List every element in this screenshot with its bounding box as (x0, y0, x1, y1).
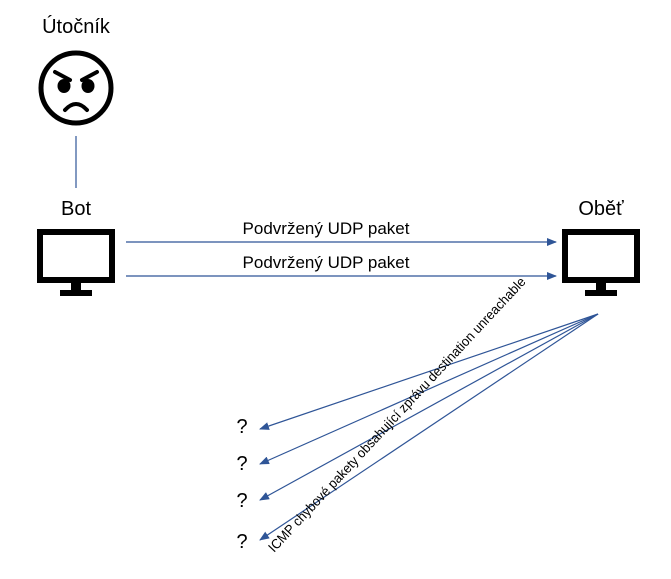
icmp-arrow-2 (259, 313, 599, 465)
unknown-target-3: ? (236, 490, 247, 512)
icmp-response-label: ICMP chybové pakety obsahující zprávu de… (265, 274, 528, 555)
bot-computer-icon (37, 229, 115, 296)
unknown-target-1: ? (236, 416, 247, 438)
icmp-arrow-1 (259, 313, 599, 430)
packet-label-2: Podvržený UDP paket (243, 253, 410, 272)
angry-face-icon (38, 50, 114, 126)
unknown-target-2: ? (236, 453, 247, 475)
icmp-arrow-3 (259, 313, 599, 501)
packet-label-1: Podvržený UDP paket (243, 219, 410, 238)
unknown-target-4: ? (236, 531, 247, 553)
victim-label: Oběť (578, 198, 624, 220)
bot-label: Bot (61, 198, 91, 220)
attacker-label: Útočník (42, 15, 111, 38)
icmp-arrow-4 (259, 313, 599, 541)
victim-computer-icon (562, 229, 640, 296)
